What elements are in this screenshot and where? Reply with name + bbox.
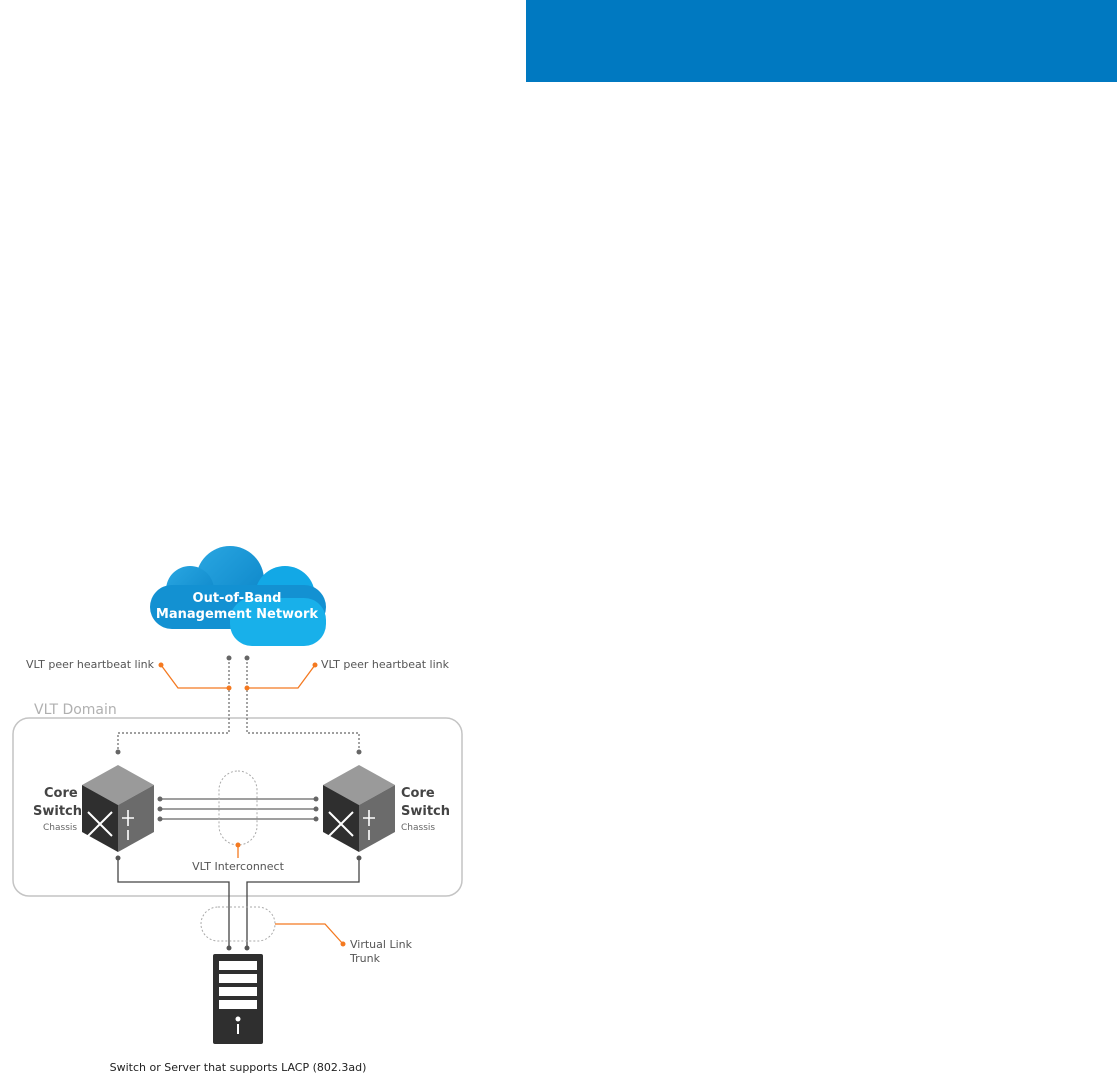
header-banner [526, 0, 1117, 82]
heartbeat-right-label: VLT peer heartbeat link [321, 658, 450, 671]
server-icon [213, 954, 263, 1044]
right-switch-title1: Core [401, 786, 435, 801]
heartbeat-callouts [160, 664, 316, 689]
vlt-trunk-label-line2: Trunk [349, 952, 381, 965]
interconnect-lag-oval [218, 770, 258, 846]
vlt-interconnect-links [160, 798, 316, 820]
right-core-switch-icon [323, 765, 395, 852]
left-core-switch-icon [82, 765, 154, 852]
vlt-trunk-oval [200, 906, 276, 942]
right-switch-title2: Switch [401, 804, 450, 819]
cloud-label-line1: Out-of-Band [193, 591, 282, 606]
cloud-label-line2: Management Network [156, 607, 318, 622]
right-switch-sub: Chassis [401, 823, 435, 833]
left-switch-title2: Switch [33, 804, 82, 819]
server-uplinks [117, 858, 360, 948]
server-caption: Switch or Server that supports LACP (802… [110, 1061, 367, 1074]
interconnect-label: VLT Interconnect [192, 860, 284, 873]
vlt-domain-label: VLT Domain [34, 702, 117, 718]
left-switch-sub: Chassis [43, 823, 77, 833]
management-cloud: Out-of-Band Management Network [150, 546, 326, 646]
vlt-domain-box [12, 717, 463, 897]
heartbeat-links [117, 658, 360, 752]
heartbeat-left-label: VLT peer heartbeat link [26, 658, 155, 671]
vlt-trunk-label-line1: Virtual Link [350, 938, 413, 951]
left-switch-title1: Core [44, 786, 78, 801]
